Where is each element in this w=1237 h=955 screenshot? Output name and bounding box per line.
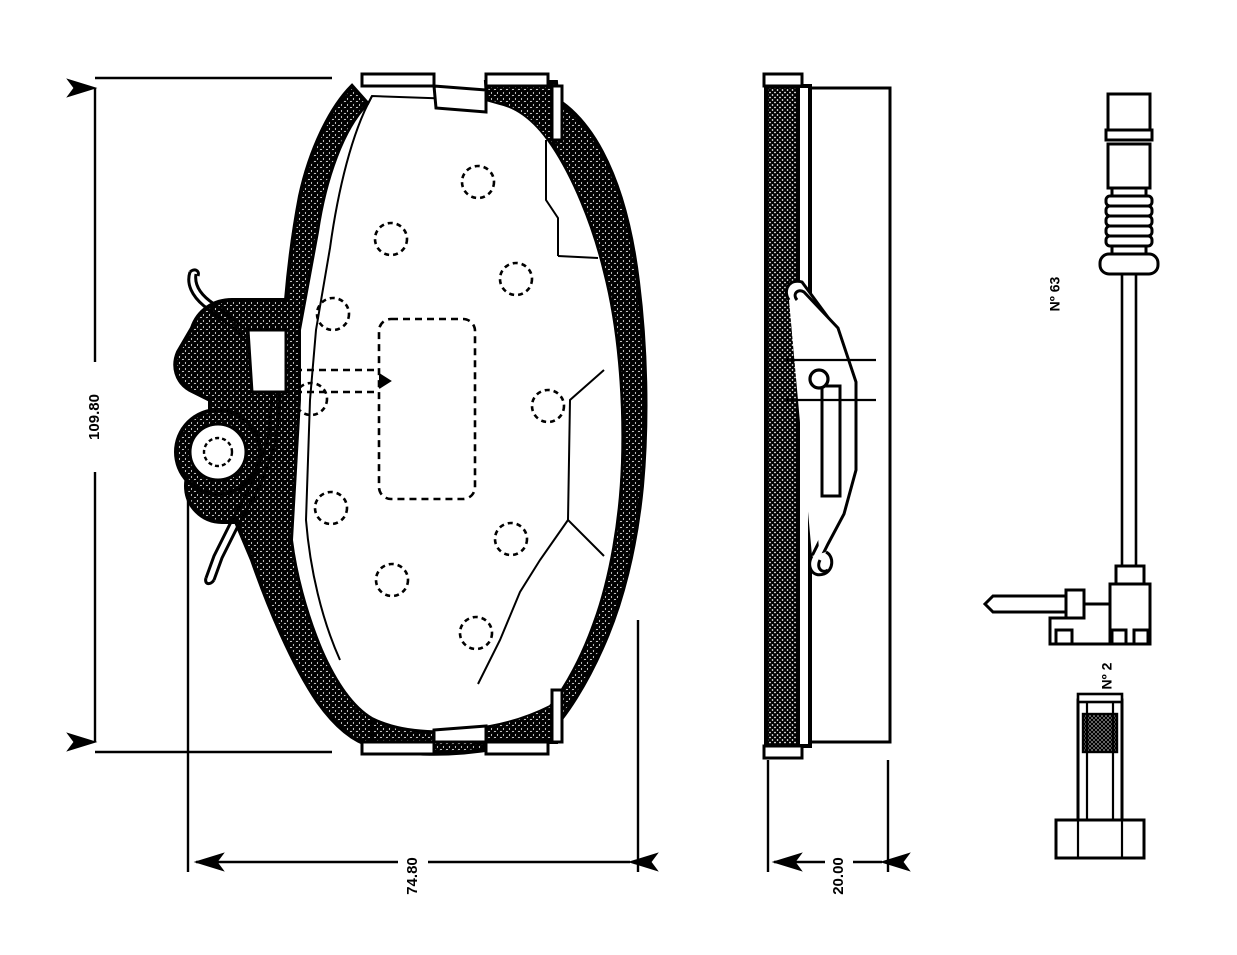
- sensor-connector-cap: [1106, 92, 1152, 132]
- plate-step-right-mid: [557, 255, 599, 259]
- side-bore: [808, 368, 830, 390]
- sensor-terminal-block: [1108, 564, 1152, 646]
- hole: [293, 381, 329, 417]
- hole: [313, 490, 349, 526]
- sensor-cable: [1120, 274, 1138, 566]
- eyelet-bracket: [246, 328, 288, 394]
- thickness-dimension-label: 20.00: [830, 857, 847, 895]
- sensor-grommet: [1098, 252, 1160, 276]
- side-bottom-tab: [762, 744, 804, 760]
- front-view: [173, 72, 648, 756]
- top-tabs: [360, 72, 564, 142]
- wear-sensor-assembly: Nº 63 Nº 2: [982, 92, 1160, 860]
- bottom-tabs: [360, 688, 564, 756]
- sensor-pin-label: Nº 2: [1099, 662, 1115, 689]
- sensor-connector-barrel: [1106, 142, 1152, 190]
- hole: [460, 164, 496, 200]
- height-dimension-label: 109.80: [86, 394, 103, 440]
- hole: [498, 261, 534, 297]
- side-view: [762, 72, 892, 760]
- sensor-pocket: [377, 317, 477, 501]
- eyelet-boss: [174, 408, 262, 496]
- side-clip-plate: [820, 384, 842, 498]
- friction-layer: [764, 84, 800, 748]
- hole: [374, 562, 410, 598]
- width-dimension-label: 74.80: [404, 857, 421, 895]
- dimension-height: 109.80: [66, 76, 332, 754]
- side-outer-profile: [810, 86, 892, 744]
- plate-step-right-lower: [566, 369, 605, 557]
- sensor-strain-relief: [1104, 186, 1154, 256]
- side-top-tab: [762, 72, 804, 88]
- guide-pin: [1054, 692, 1146, 860]
- dimension-width: 74.80: [186, 500, 659, 924]
- hole: [458, 615, 494, 651]
- plate-inner-profile: [304, 95, 373, 661]
- plate-step-right-top: [545, 140, 559, 256]
- plate-step-bottom-right: [477, 519, 569, 685]
- hole: [315, 296, 351, 332]
- backing-plate: [290, 94, 624, 733]
- hole: [530, 388, 566, 424]
- spring-clip-wire: [187, 268, 282, 586]
- retaining-holes: [293, 164, 566, 651]
- sensor-probe-arm: [982, 588, 1112, 646]
- dimension-thickness: 20.00: [766, 760, 911, 918]
- sensor-cable-label: Nº 63: [1047, 276, 1063, 311]
- sensor-slot-tip: [378, 373, 392, 389]
- hole: [373, 221, 409, 257]
- sensor-connector-collar: [1104, 128, 1154, 142]
- hole: [493, 521, 529, 557]
